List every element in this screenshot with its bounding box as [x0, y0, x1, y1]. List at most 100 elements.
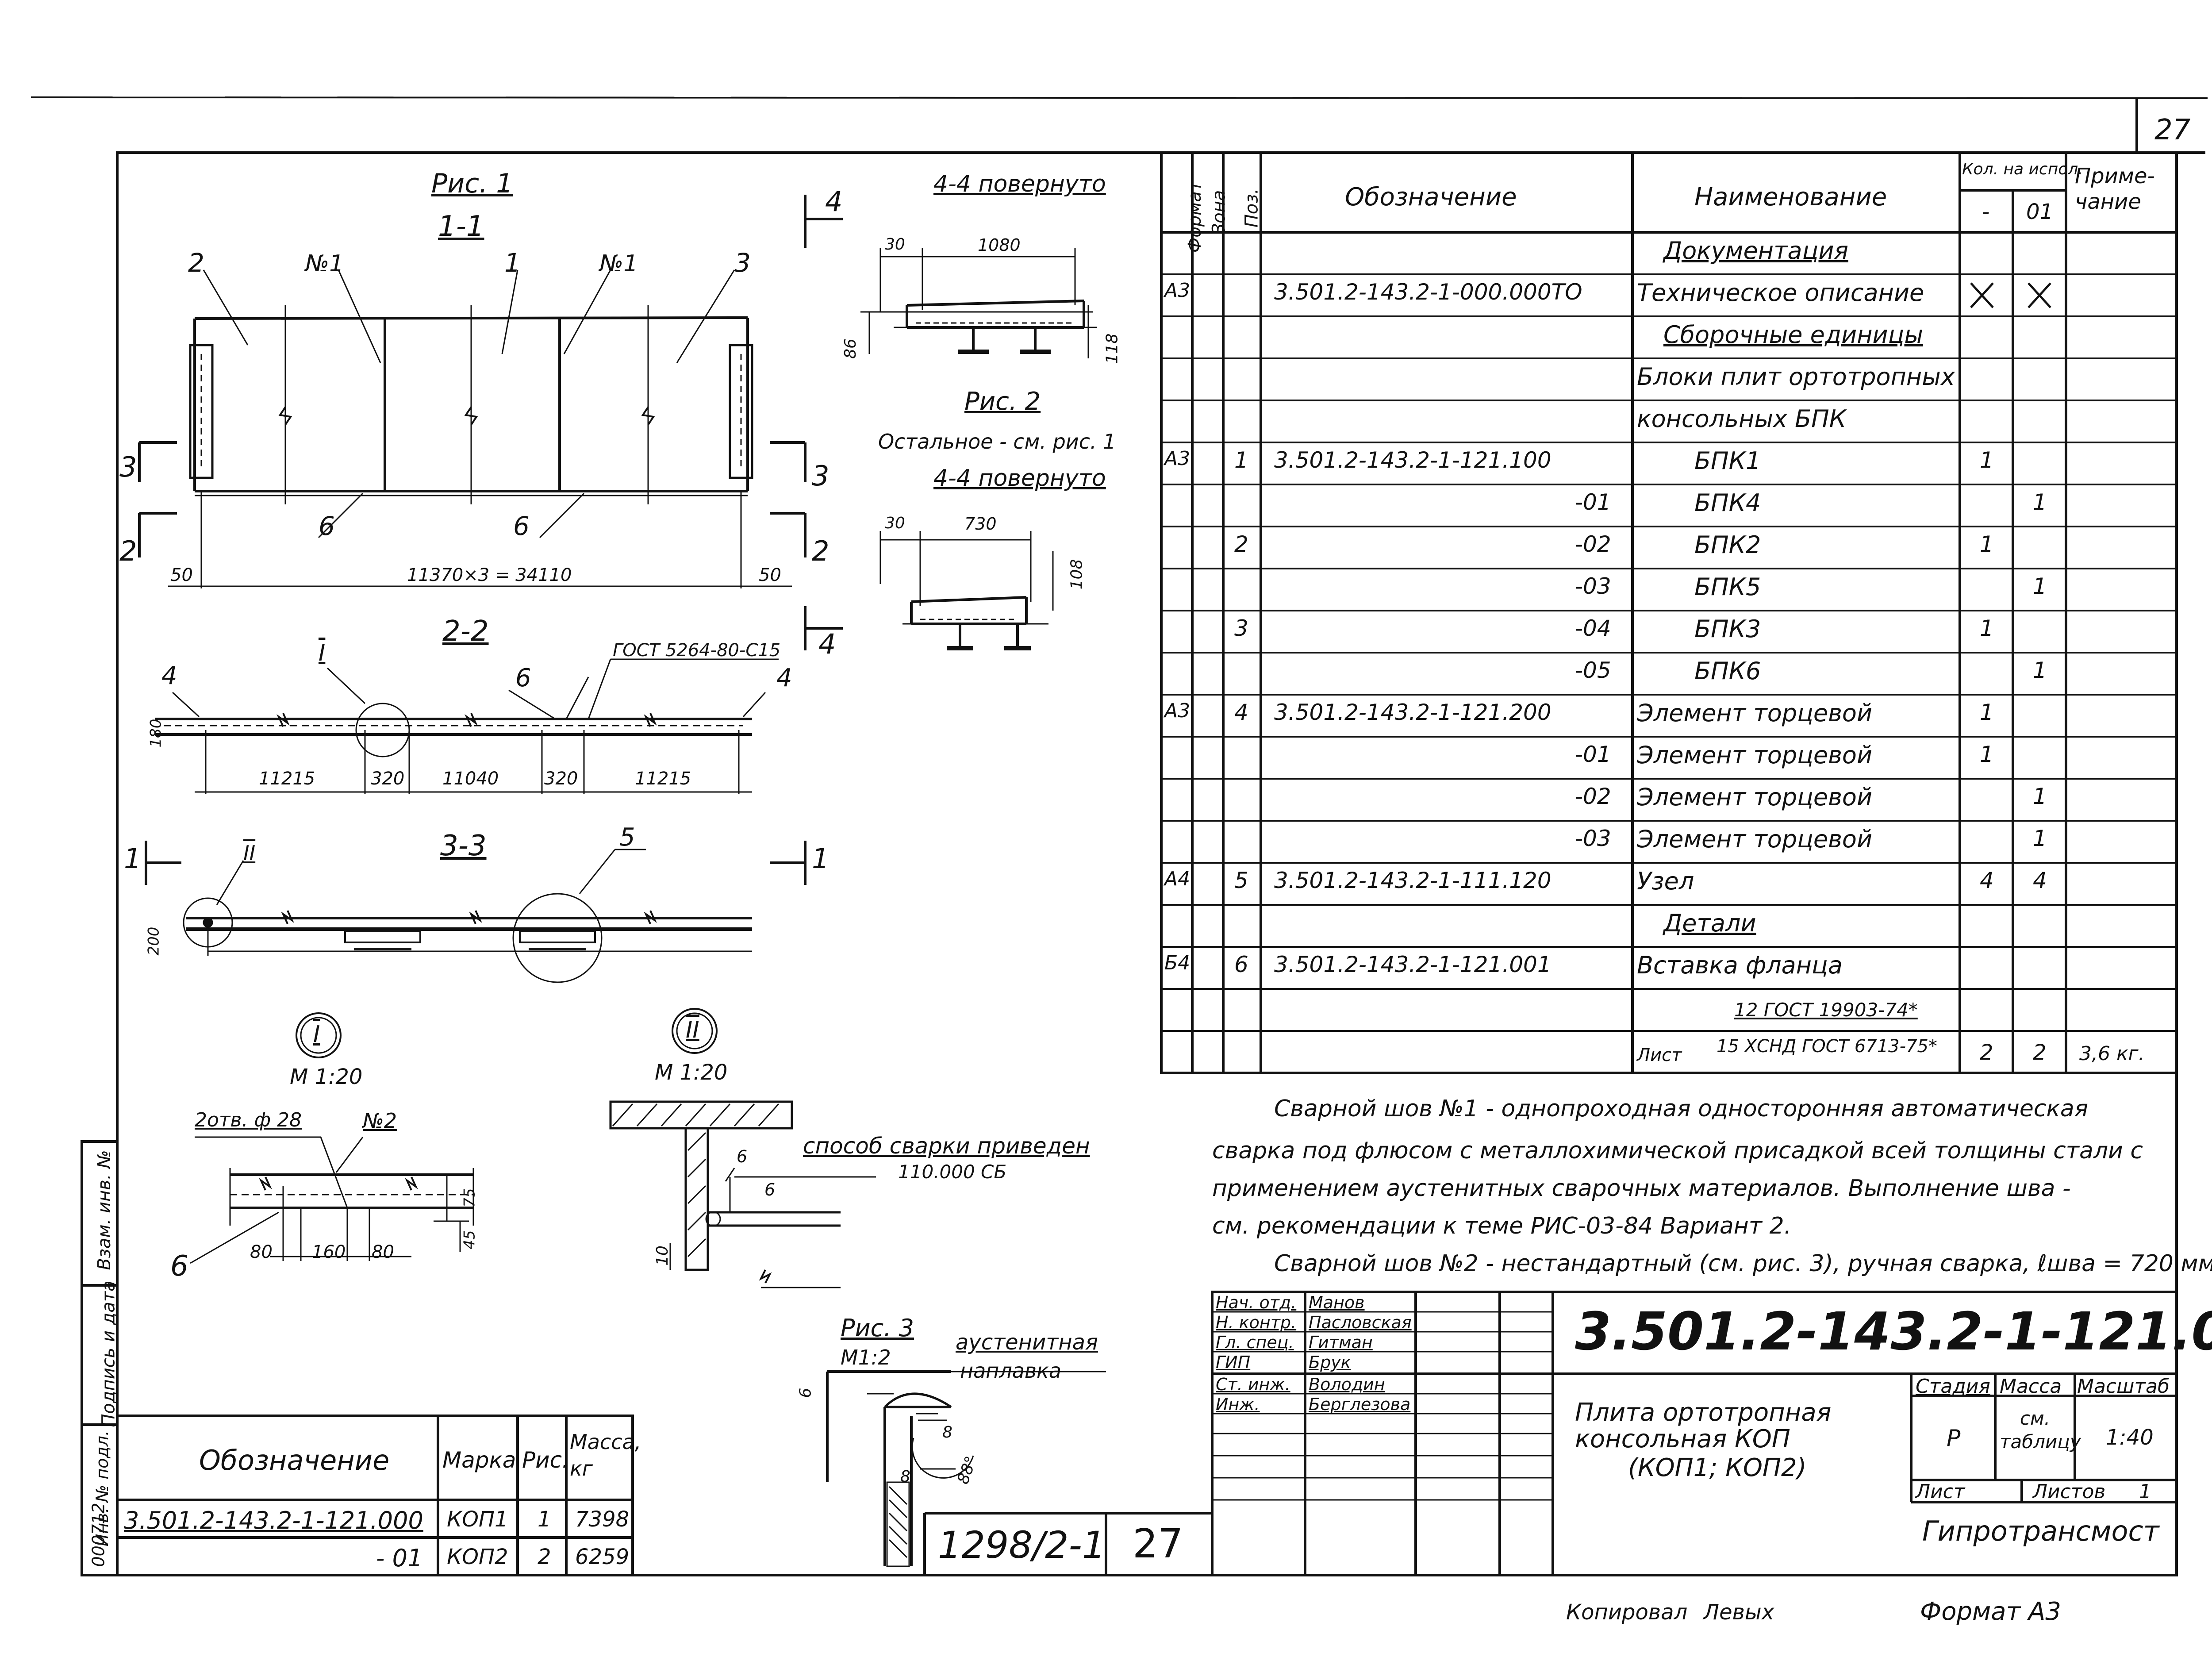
title-block-person: Манов [1309, 1293, 1365, 1312]
spec-cell-pos: 6 [1234, 952, 1248, 977]
footer-copied: Копировал [1566, 1600, 1688, 1625]
title-block-role: ГИП [1216, 1353, 1251, 1372]
spec-cell-designation: 3.501.2-143.2-1-000.000ТО [1274, 279, 1582, 305]
fig3-dim-8a: 8 [942, 1423, 952, 1442]
node1-weld: №2 [363, 1109, 397, 1133]
spec-cell-designation: -05 [1575, 657, 1611, 683]
sec33-height: 200 [145, 926, 163, 956]
side-stamp-vzam: Взам. инв. № [94, 1150, 115, 1270]
spec-cell-designation: 3.501.2-143.2-1-121.001 [1274, 952, 1551, 977]
spec-cell-qty-a: 1 [1980, 615, 1994, 641]
spec-last-bottom: 15 ХСНД ГОСТ 6713-75* [1717, 1036, 1937, 1057]
spec-header-name: Наименование [1694, 183, 1887, 211]
fig2-title: Рис. 2 [964, 387, 1041, 416]
sec33-title: 3-3 [440, 830, 487, 862]
fig1-title: Рис. 1 [431, 168, 513, 199]
sec22-pos-4r: 4 [776, 664, 792, 692]
fig1-dim-mid: 11370×3 = 34110 [407, 565, 572, 585]
spec-cell-qty-b: 1 [2033, 573, 2047, 599]
sec44-title: 4-4 повернуто [933, 171, 1106, 197]
title-block-person: Берглезова [1309, 1395, 1411, 1414]
spec-cell-designation: -02 [1575, 784, 1611, 809]
node1-dim-80b: 80 [372, 1242, 394, 1262]
spec-cell-qty-b: 1 [2033, 657, 2047, 683]
sec22-title: 2-2 [442, 615, 489, 648]
marks-row-1-mass: 7398 [575, 1507, 630, 1532]
title-block-stage-header: Стадия [1916, 1375, 1990, 1398]
spec-cell-name: Элемент торцевой [1637, 699, 1873, 727]
title-block-mass-header: Масса [2000, 1375, 2062, 1398]
spec-header-qty: Кол. на испол. [1962, 160, 2083, 178]
sec22-std: ГОСТ 5264-80-С15 [613, 640, 781, 661]
title-block-sheets-header: Листов [2033, 1480, 2106, 1503]
spec-header-qty-b: 01 [2026, 200, 2054, 224]
title-block-person: Володин [1309, 1375, 1385, 1394]
spec-cell-designation: 3.501.2-143.2-1-121.200 [1274, 700, 1551, 725]
node2-weld-w2: 6 [764, 1180, 776, 1199]
section-3-right: 3 [812, 460, 830, 492]
section-1-right: 1 [812, 842, 830, 875]
spec-cell-designation: -01 [1575, 489, 1611, 515]
fig2-dim-730: 730 [964, 514, 997, 534]
fig2-note: Остальное - см. рис. 1 [878, 430, 1116, 454]
spec-cell-name: БПК5 [1694, 573, 1761, 601]
fig1-pos-6a: 6 [319, 511, 335, 541]
fig3-scale: М1:2 [841, 1345, 891, 1369]
spec-cell-name: БПК2 [1694, 531, 1761, 559]
title-block-org: Гипротрансмост [1922, 1515, 2159, 1547]
album-code: 1298/2-1 [938, 1523, 1106, 1567]
section-2-left: 2 [119, 535, 137, 567]
spec-cell-format: А3 [1164, 700, 1190, 722]
fig1-pos-2: 2 [188, 248, 204, 278]
node1-holes: 2отв. ф 28 [195, 1109, 302, 1131]
title-block-sheet-header: Лист [1916, 1480, 1965, 1503]
spec-last-top: 12 ГОСТ 19903-74* [1734, 999, 1918, 1021]
spec-last-note: 3,6 кг. [2079, 1042, 2145, 1065]
spec-header-designation: Обозначение [1345, 183, 1517, 211]
sec44-dim-30: 30 [885, 235, 905, 254]
spec-cell-name: Вставка фланца [1637, 951, 1843, 979]
note-line-5: Сварной шов №2 - нестандартный (см. рис.… [1274, 1250, 2212, 1277]
title-block-title-l1: Плита ортотропная [1575, 1398, 1832, 1427]
marks-header-mass: Масса, кг [570, 1430, 641, 1480]
title-block-sheets: 1 [2139, 1480, 2151, 1503]
fig3-note-2: наплавка [960, 1359, 1062, 1383]
spec-cell-name: Узел [1637, 867, 1694, 895]
spec-cell-qty-b: 1 [2033, 826, 2047, 851]
spec-cell-designation: 3.501.2-143.2-1-121.100 [1274, 447, 1551, 473]
node1-label: I [313, 1021, 320, 1048]
sec33-pos-5: 5 [619, 823, 635, 852]
sec22-pos-6: 6 [515, 664, 531, 692]
spec-cell-name: БПК6 [1694, 657, 1761, 685]
spec-cell-designation: -02 [1575, 531, 1611, 557]
spec-cell-pos: 1 [1234, 447, 1248, 473]
node1-pos-6: 6 [170, 1250, 188, 1283]
spec-cell-qty-a: 1 [1980, 531, 1994, 557]
section-2-right: 2 [812, 535, 830, 567]
spec-cell-name: Сборочные единицы [1663, 321, 1924, 349]
album-sheet: 27 [1133, 1521, 1183, 1567]
marks-header-des: Обозначение [199, 1444, 390, 1476]
spec-last-q1: 2 [1980, 1040, 1993, 1065]
spec-cell-name: Элемент торцевой [1637, 741, 1873, 769]
fig3-title: Рис. 3 [841, 1314, 914, 1342]
spec-header-zone: Зона [1209, 190, 1229, 235]
footer-copier: Левых [1703, 1600, 1774, 1625]
spec-cell-format: А3 [1164, 279, 1190, 302]
title-block-person: Гитман [1309, 1333, 1373, 1352]
sec22-dim-1: 320 [371, 769, 405, 789]
section-1-left: 1 [124, 842, 142, 875]
fig1-section-label: 1-1 [438, 210, 484, 243]
sec44-dim-1080: 1080 [978, 235, 1021, 255]
marks-row-2-mark: КОП2 [447, 1545, 508, 1569]
note-line-1: Сварной шов №1 - однопроходная односторо… [1274, 1096, 2088, 1122]
node2-weld-w1: 6 [737, 1147, 748, 1166]
title-block-mass: см. таблицу [2000, 1407, 2081, 1453]
spec-last-list: Лист [1637, 1045, 1682, 1065]
title-block-role: Ст. инж. [1216, 1375, 1290, 1394]
page-number: 27 [2154, 114, 2191, 146]
spec-last-q2: 2 [2033, 1040, 2047, 1065]
sec44-dim-118: 118 [1103, 333, 1121, 364]
fig2-sec-title: 4-4 повернуто [933, 465, 1106, 492]
